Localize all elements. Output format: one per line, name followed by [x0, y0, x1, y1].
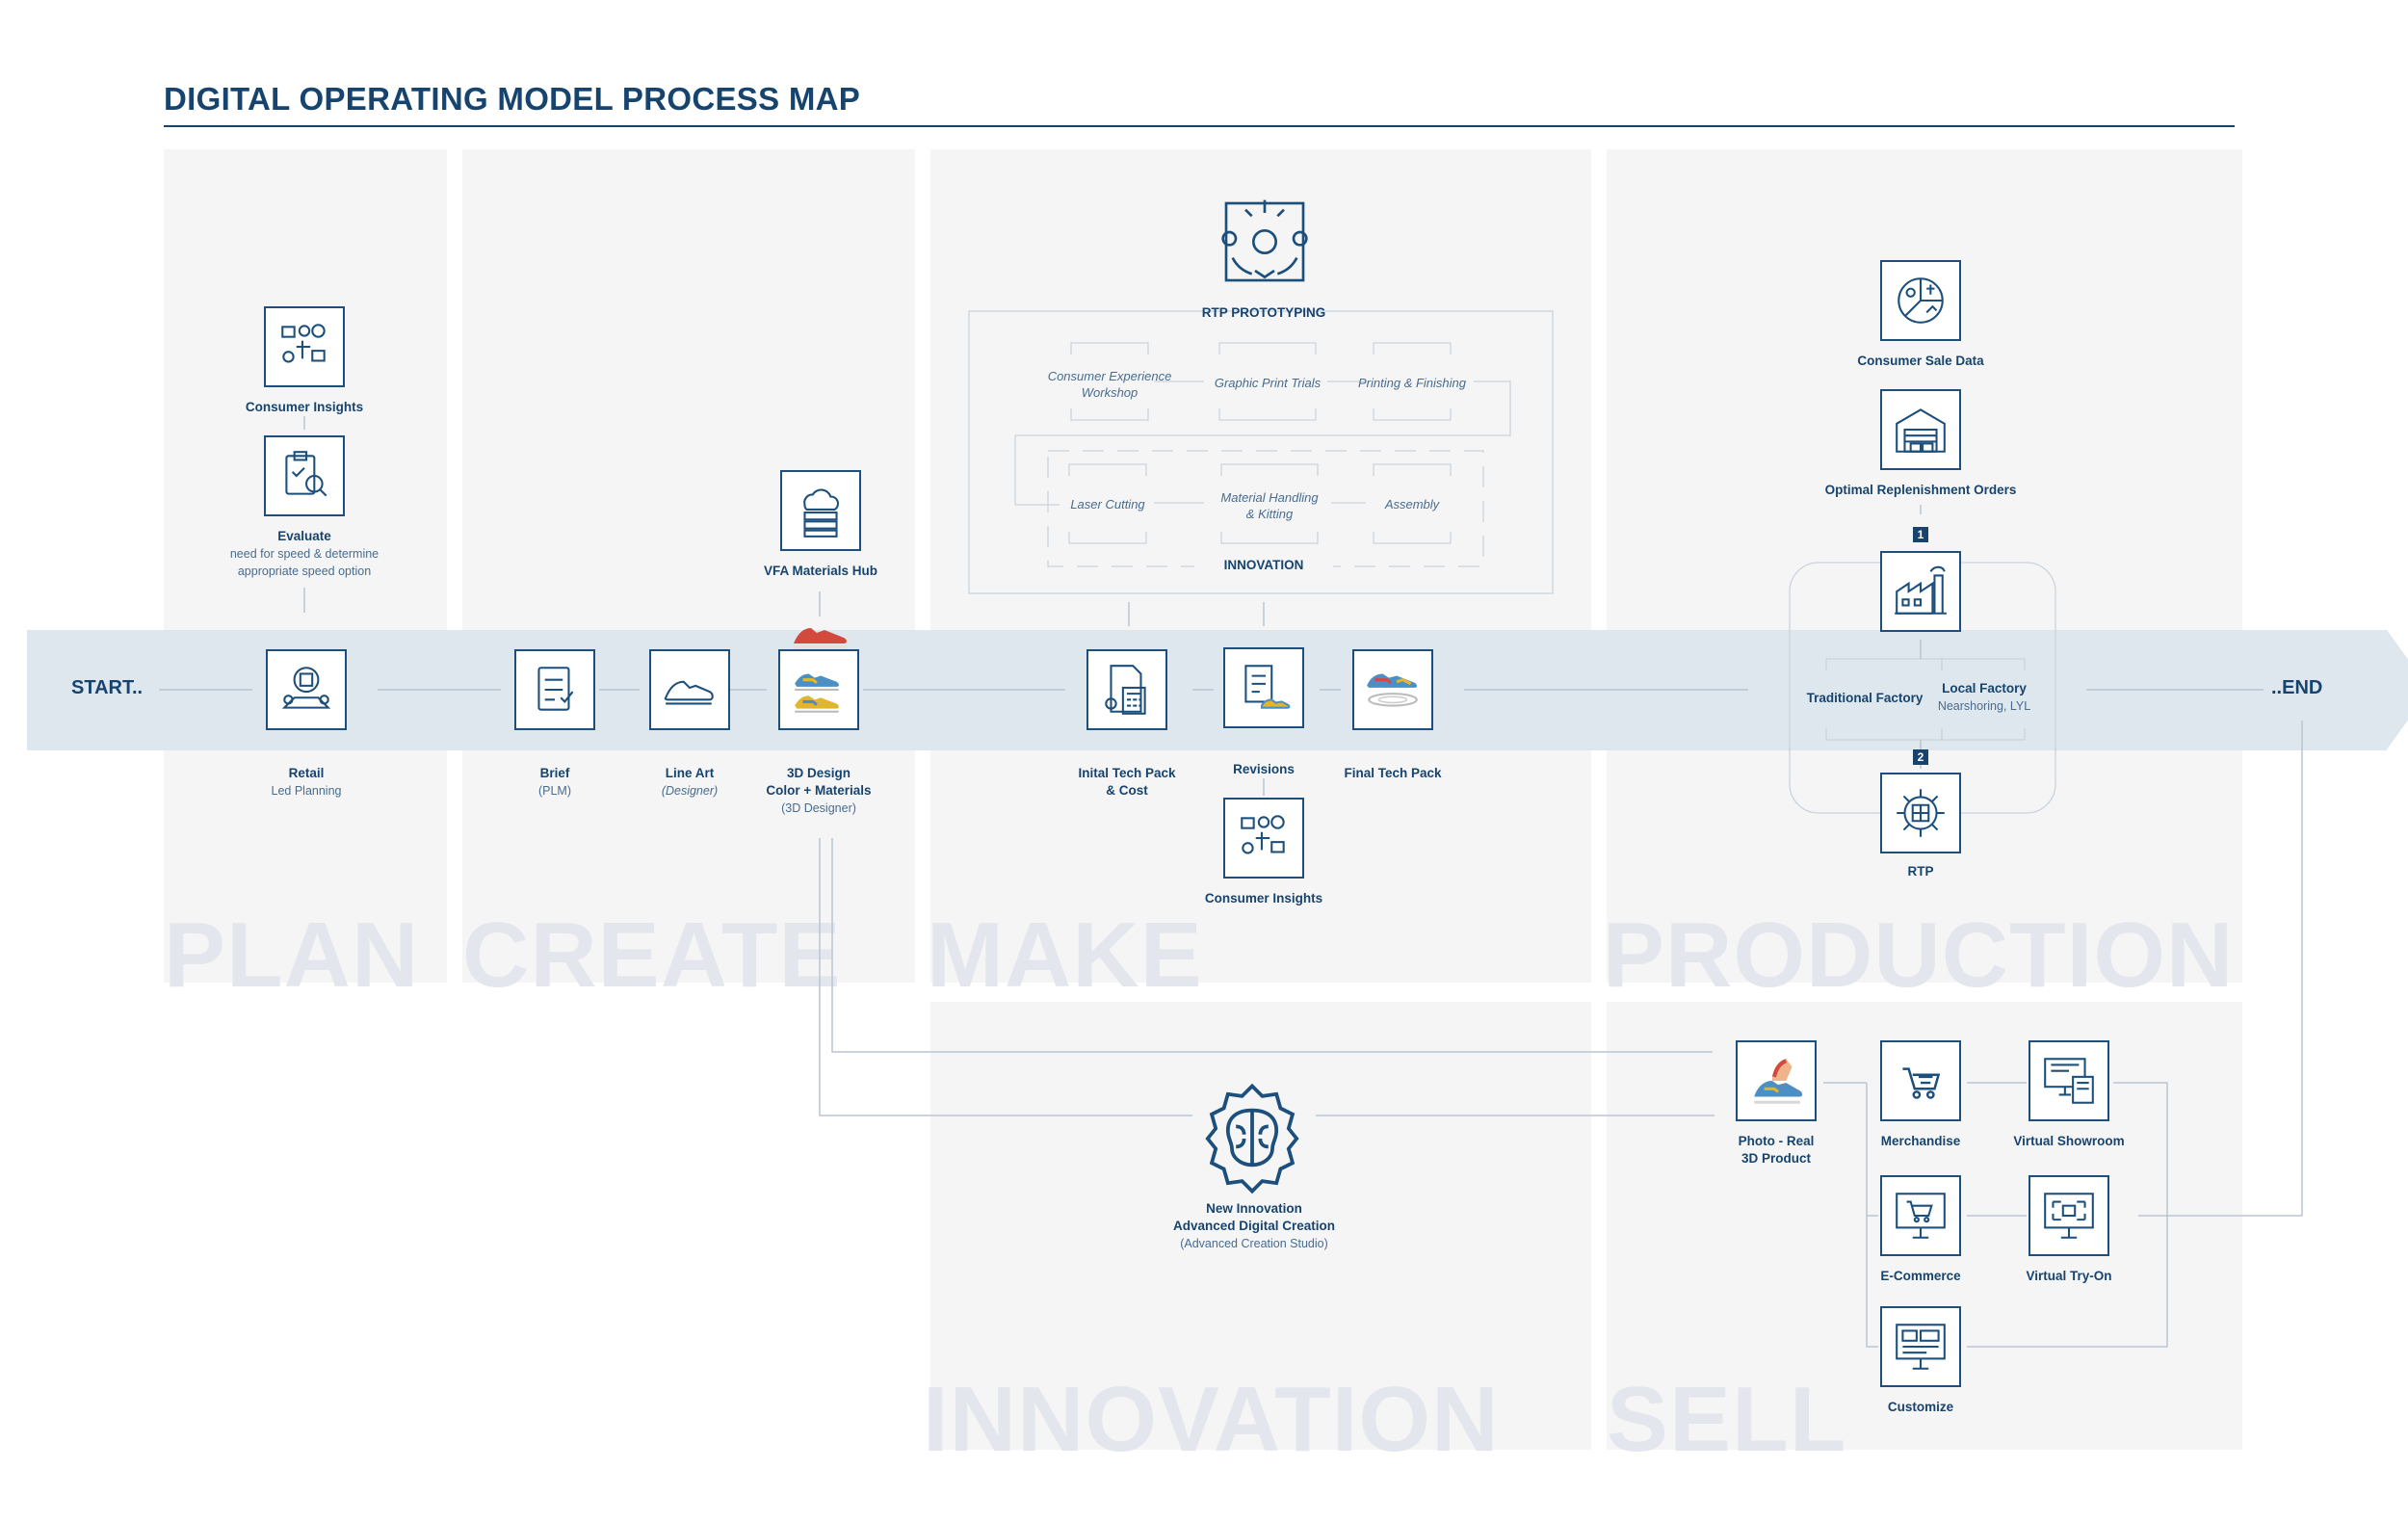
plan-panel [164, 149, 447, 983]
revisions-label: Revisions [1233, 762, 1295, 776]
cloud-server-icon [803, 488, 839, 538]
line-art-node[interactable] [649, 649, 730, 730]
flow-start: START.. [71, 677, 144, 698]
new-innovation-label: New Innovation Advanced Digital Creation… [1172, 1201, 1336, 1250]
revisions-clipboard-icon [1244, 665, 1291, 709]
clipboard-magnifier-icon [285, 451, 327, 497]
make-consumer-insights-node[interactable] [1223, 798, 1304, 879]
sneaker-sole-icon [1367, 673, 1418, 707]
sneaker-photo-icon [1754, 1059, 1803, 1104]
vfa-materials-node[interactable] [780, 470, 861, 551]
replenishment-node[interactable] [1880, 389, 1961, 470]
revisions-node[interactable] [1223, 647, 1304, 728]
create-panel [462, 149, 915, 983]
merchandise-label: Merchandise [1880, 1134, 1961, 1148]
consumer-sale-data-node[interactable] [1880, 260, 1961, 341]
step-graphic-print-trials: Graphic Print Trials [1214, 376, 1322, 390]
evaluate-node[interactable] [264, 435, 345, 516]
sneaker-outline-icon [664, 680, 714, 705]
flow-band-arrowhead [2387, 630, 2408, 749]
evaluate-label: Evaluate need for speed & determine appr… [229, 529, 380, 578]
consumer-sale-data-label: Consumer Sale Data [1857, 354, 1984, 368]
consumer-insights-node[interactable] [264, 306, 345, 387]
rtp-label: RTP [1907, 864, 1934, 879]
rtp-node[interactable] [1880, 773, 1961, 853]
customize-label: Customize [1887, 1400, 1954, 1414]
step-printing-finishing: Printing & Finishing [1358, 376, 1466, 390]
final-tech-pack-label: Final Tech Pack [1344, 766, 1442, 780]
merchandise-node[interactable] [1880, 1040, 1961, 1121]
monitor-scan-icon [2044, 1193, 2094, 1239]
new-innovation-node[interactable] [1187, 1073, 1318, 1204]
step-material-handling-kitting: Material Handling& Kitting [1220, 490, 1319, 521]
initial-tech-pack-node[interactable] [1086, 649, 1167, 730]
rtp-prototyping-node[interactable] [1214, 191, 1316, 293]
page-title: DIGITAL OPERATING MODEL PROCESS MAP [164, 81, 861, 117]
virtual-showroom-node[interactable] [2028, 1040, 2109, 1121]
brief-node[interactable] [514, 649, 595, 730]
checklist-icon [537, 667, 574, 711]
pie-chart-user-icon [1898, 277, 1944, 324]
devices-icon [2044, 1058, 2094, 1104]
innovation-panel [930, 1002, 1591, 1450]
title-underline [164, 125, 2235, 127]
retail-label: Retail Led Planning [271, 766, 342, 798]
factory-node[interactable] [1880, 551, 1961, 632]
ecommerce-label: E-Commerce [1880, 1269, 1961, 1283]
warehouse-icon [1896, 408, 1946, 453]
section-label-innovation: INNOVATION [923, 1368, 1500, 1471]
consumer-insights-label: Consumer Insights [245, 400, 364, 414]
factory-icon [1895, 565, 1947, 615]
photo-real-node[interactable] [1736, 1040, 1817, 1121]
local-factory-label: Local Factory Nearshoring, LYL [1937, 681, 2031, 713]
3d-design-node[interactable] [778, 649, 859, 730]
store-map-icon [281, 667, 331, 709]
rtp-prototyping-label: RTP PROTOTYPING [1201, 305, 1326, 320]
photo-real-label: Photo - Real 3D Product [1738, 1134, 1815, 1166]
ecommerce-node[interactable] [1880, 1175, 1961, 1256]
virtual-showroom-label: Virtual Showroom [2013, 1134, 2125, 1148]
puzzle-gear-icon [1897, 789, 1945, 837]
shopping-cart-icon [1902, 1067, 1941, 1099]
monitor-customize-icon [1896, 1324, 1946, 1370]
brain-gear-icon [1205, 1083, 1299, 1194]
colored-sneakers-icon [795, 673, 839, 713]
consumer-insights-icon [281, 324, 326, 363]
section-label-production: PRODUCTION [1603, 904, 2235, 1007]
section-label-create: CREATE [462, 904, 842, 1007]
calculator-document-icon [1105, 665, 1146, 715]
red-sneaker-icon [794, 628, 848, 649]
prototyping-cycle-icon [1221, 199, 1308, 282]
production-badge-1: 1 [1913, 527, 1928, 542]
customize-node[interactable] [1880, 1306, 1961, 1387]
flow-end: ..END [2271, 677, 2323, 698]
consumer-insights-icon [1241, 815, 1285, 854]
3d-design-label: 3D Design Color + Materials (3D Designer… [766, 766, 872, 815]
section-label-plan: PLAN [164, 904, 420, 1007]
line-art-label: Line Art (Designer) [661, 766, 719, 798]
monitor-cart-icon [1896, 1193, 1946, 1239]
initial-tech-pack-label: Inital Tech Pack & Cost [1078, 766, 1176, 798]
step-assembly: Assembly [1384, 497, 1440, 512]
make-consumer-insights-label: Consumer Insights [1204, 891, 1323, 905]
final-tech-pack-node[interactable] [1352, 649, 1433, 730]
vfa-materials-label: VFA Materials Hub [763, 564, 878, 578]
brief-label: Brief (PLM) [537, 766, 572, 798]
section-label-make: MAKE [927, 904, 1203, 1007]
virtual-tryon-label: Virtual Try-On [2026, 1269, 2112, 1283]
step-laser-cutting: Laser Cutting [1070, 497, 1145, 512]
innovation-sublabel: INNOVATION [1194, 557, 1333, 574]
retail-node[interactable] [266, 649, 347, 730]
traditional-factory-label: Traditional Factory [1806, 691, 1924, 705]
section-label-sell: SELL [1607, 1368, 1847, 1471]
replenishment-label: Optimal Replenishment Orders [1824, 483, 2017, 497]
virtual-tryon-node[interactable] [2028, 1175, 2109, 1256]
production-badge-2: 2 [1913, 749, 1928, 765]
